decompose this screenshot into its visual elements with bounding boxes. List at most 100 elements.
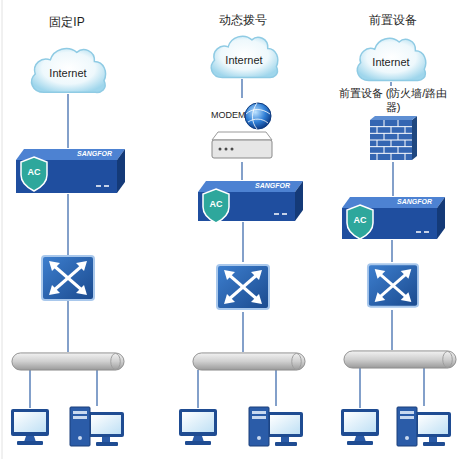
brick-line xyxy=(405,127,406,134)
network-link xyxy=(392,162,394,196)
text-holder: SANGFOR xyxy=(77,149,112,159)
wire xyxy=(242,312,244,352)
ac-port xyxy=(274,213,279,215)
device-badge: AC xyxy=(21,167,47,177)
wire xyxy=(67,194,69,255)
brick-line xyxy=(405,140,406,147)
wire xyxy=(391,240,393,262)
brick-line xyxy=(384,147,385,154)
internet-cloud: Internet xyxy=(208,32,280,79)
wall-front xyxy=(370,120,412,160)
cloud-label: Internet xyxy=(372,56,409,68)
device-badge: AC xyxy=(347,215,373,225)
ac-port xyxy=(282,213,287,215)
text-holder: 前置设备 (防火墙/路由器) xyxy=(338,86,448,114)
ac-side xyxy=(437,197,445,239)
internet-cloud: Internet xyxy=(28,44,108,94)
network-link xyxy=(241,79,243,98)
brick-line xyxy=(391,140,392,147)
modem-icon xyxy=(210,98,274,162)
network-link xyxy=(390,82,392,86)
pc-monitor xyxy=(179,409,217,445)
ac-port xyxy=(96,185,101,187)
text-holder: AC xyxy=(203,199,229,209)
modem-led xyxy=(219,148,222,151)
ac-port xyxy=(104,185,109,187)
bus-cylinder xyxy=(344,351,456,368)
globe xyxy=(245,103,271,129)
ac-port xyxy=(424,231,429,233)
ac-shield xyxy=(347,205,373,239)
brick-line xyxy=(377,153,378,160)
switch-icon xyxy=(368,264,418,306)
column-heading: 前置设备 xyxy=(369,12,417,29)
brick-line xyxy=(391,153,392,160)
switch-icon xyxy=(217,265,269,309)
cloud-outline xyxy=(32,49,106,93)
ac-shield xyxy=(21,157,47,191)
pc-tower xyxy=(397,407,451,446)
device-badge: AC xyxy=(203,199,229,209)
ac-device: SANGFOR AC xyxy=(14,148,126,194)
column-heading: 动态拨号 xyxy=(219,12,267,29)
device-label: MODEM xyxy=(211,110,246,120)
ac-side xyxy=(295,181,303,221)
brand-label: SANGFOR xyxy=(77,149,112,159)
brick-line xyxy=(384,133,385,140)
modem-front xyxy=(212,140,272,158)
wire xyxy=(275,370,277,406)
device-label: 前置设备 (防火墙/路由器) xyxy=(338,86,448,114)
switch-icon xyxy=(42,256,94,300)
cloud-outline xyxy=(211,36,278,77)
pc-monitor xyxy=(11,409,49,445)
bus-cylinder xyxy=(193,353,305,370)
modem-led xyxy=(231,148,234,151)
brick-line xyxy=(398,133,399,140)
wire xyxy=(359,368,361,408)
network-link xyxy=(67,94,69,148)
modem-led xyxy=(225,148,228,151)
brand-label: SANGFOR xyxy=(255,181,290,191)
brand-label: SANGFOR xyxy=(397,197,432,207)
column-heading: 固定IP xyxy=(49,14,84,31)
text-holder: AC xyxy=(347,215,373,225)
wire xyxy=(197,370,199,408)
text-holder: SANGFOR xyxy=(397,197,432,207)
bus-cylinder xyxy=(12,353,124,370)
firewall-device: 前置设备 (防火墙/路由器) xyxy=(338,86,448,162)
wire xyxy=(29,370,31,408)
wire xyxy=(67,300,69,352)
modem-device: MODEM xyxy=(210,98,274,162)
brick-line xyxy=(405,153,406,160)
brick-line xyxy=(391,127,392,134)
cloud-label: Internet xyxy=(225,54,262,66)
text-holder: MODEM xyxy=(211,110,246,120)
ac-device: SANGFOR AC xyxy=(196,180,304,222)
brick-line xyxy=(377,140,378,147)
cloud-label: Internet xyxy=(49,67,86,79)
pc-tower xyxy=(70,407,124,446)
text-holder: AC xyxy=(21,167,47,177)
wire xyxy=(391,310,393,350)
frame-line xyxy=(2,0,3,459)
cloud-outline xyxy=(357,38,425,80)
text-holder: SANGFOR xyxy=(255,181,290,191)
pc-tower xyxy=(249,407,303,446)
ac-side xyxy=(117,149,125,193)
ac-device: SANGFOR AC xyxy=(340,196,446,240)
wall-side xyxy=(412,116,417,160)
globe-lines xyxy=(246,103,270,129)
wire xyxy=(96,370,98,406)
network-link xyxy=(241,162,243,180)
brick-line xyxy=(377,127,378,134)
wire xyxy=(242,222,244,262)
pc-monitor xyxy=(341,409,379,445)
modem-top xyxy=(212,132,272,140)
wires xyxy=(30,194,424,408)
ac-port xyxy=(416,231,421,233)
wire xyxy=(423,368,425,406)
brick-line xyxy=(384,120,385,127)
internet-cloud: Internet xyxy=(354,34,428,82)
ac-shield xyxy=(203,189,229,223)
brick-line xyxy=(398,120,399,127)
